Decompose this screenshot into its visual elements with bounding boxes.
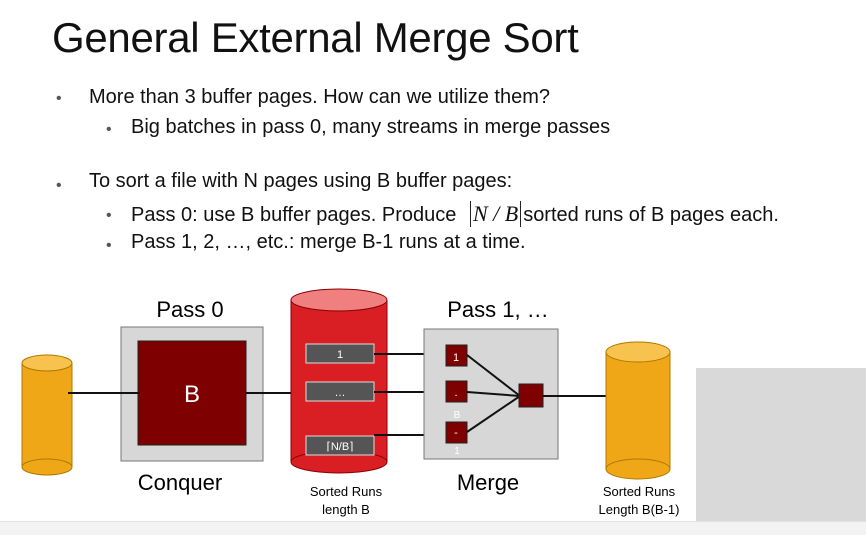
output-label-1: Sorted Runs — [603, 484, 676, 499]
pass0-label: Pass 0 — [156, 297, 223, 322]
merge-input-3: - — [445, 421, 468, 444]
ceil-formula: N / B — [469, 201, 522, 227]
run-slot-3-label: ⌈N/B⌉ — [327, 441, 354, 453]
bullet-dot: • — [106, 207, 112, 224]
run-slot-2: … — [305, 381, 375, 402]
run-slot-1-label: 1 — [337, 349, 343, 361]
run-slot-3: ⌈N/B⌉ — [305, 435, 375, 456]
bullet-dot: • — [56, 90, 62, 107]
merge-line-mid — [466, 391, 521, 397]
bullet-dot: • — [56, 177, 62, 194]
sorted-runs-label-1: Sorted Runs — [310, 484, 383, 499]
output-disk-icon — [605, 341, 671, 480]
sorted-runs-label-2: length B — [322, 502, 370, 517]
formula-n-over-b: N / B — [472, 201, 519, 226]
run-slot-1: 1 — [305, 343, 375, 364]
merge-line-top — [466, 354, 521, 397]
sorted-runs-cylinder — [290, 288, 388, 474]
merge-input-1-label: 1 — [453, 352, 459, 364]
bullet-2: To sort a file with N pages using B buff… — [89, 170, 513, 192]
bullet-2-sub-pass1: Pass 1, 2, …, etc.: merge B-1 runs at a … — [131, 231, 526, 253]
merge-input-1: 1 — [445, 344, 468, 367]
merge-1-label: 1 — [454, 446, 460, 457]
buffer-b-label: B — [184, 381, 200, 408]
merge-input-2-label: . — [454, 387, 457, 399]
footer-strip — [0, 521, 866, 535]
pass0-text-after: sorted runs of B pages each. — [523, 204, 779, 226]
merge-input-3-label: - — [454, 427, 458, 439]
bullet-1-sub: Big batches in pass 0, many streams in m… — [131, 116, 611, 138]
pass1-label: Pass 1, … — [447, 297, 548, 322]
input-disk-icon — [21, 354, 73, 476]
conquer-label: Conquer — [138, 470, 222, 495]
merge-line-bottom — [466, 395, 521, 433]
bullet-dot: • — [106, 237, 112, 254]
run-slot-2-label: … — [335, 387, 346, 399]
bullet-1: More than 3 buffer pages. How can we uti… — [89, 86, 550, 108]
merge-label: Merge — [457, 470, 519, 495]
merge-output-buffer — [518, 383, 544, 408]
bullet-dot: • — [106, 121, 112, 138]
pass0-text-before: Pass 0: use B buffer pages. Produce — [131, 204, 457, 226]
merge-input-2: . — [445, 380, 468, 403]
merge-b-label: B — [454, 410, 461, 421]
slide-title: General External Merge Sort — [52, 14, 579, 61]
output-label-2: Length B(B-1) — [599, 502, 680, 517]
pass0-box — [120, 326, 264, 462]
bullet-2-sub-pass0: Pass 0: use B buffer pages. Produce N / … — [131, 201, 779, 227]
gray-panel — [696, 368, 866, 521]
